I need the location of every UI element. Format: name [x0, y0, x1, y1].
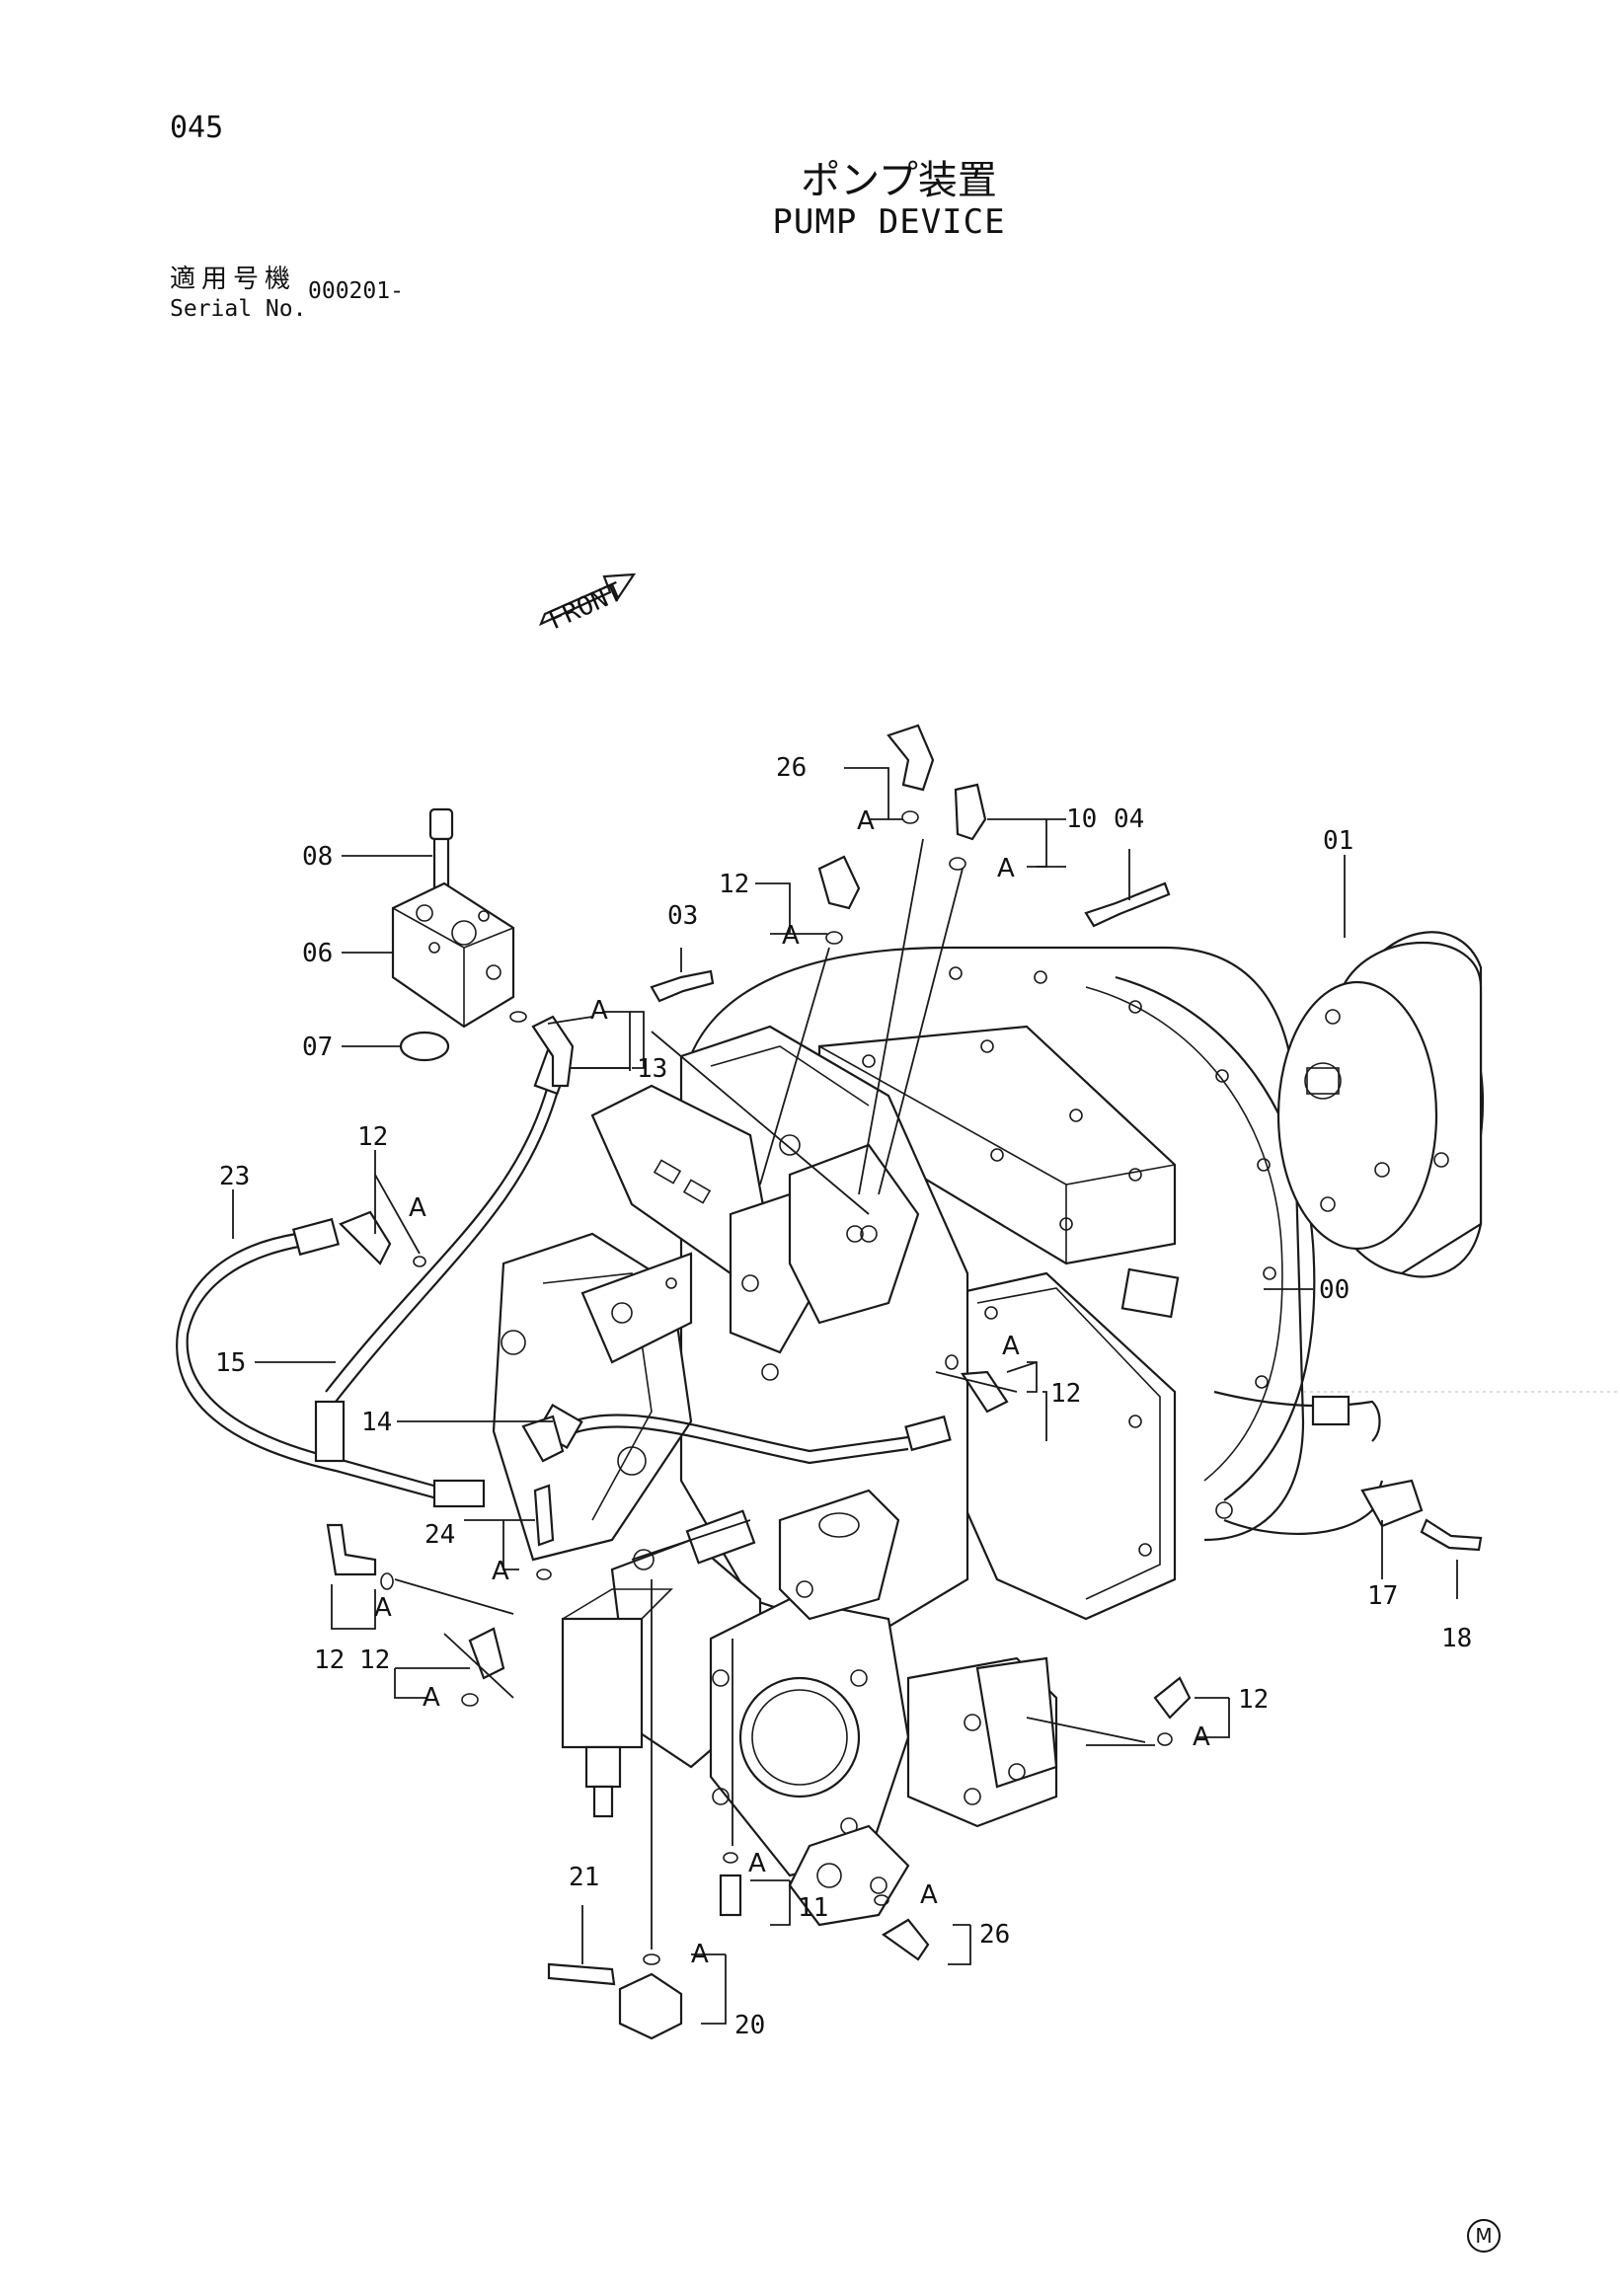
ref-letter-a-26-top: A: [857, 806, 875, 836]
part-label-14: 14: [361, 1408, 392, 1437]
ref-letter-a-11: A: [748, 1849, 766, 1878]
part-label-12-lower-b: 12: [359, 1645, 390, 1675]
part-labels: 08 06 07 A 13 12 A 23 15 14 24 A A 12 12…: [215, 753, 1472, 2040]
page-number: 045: [170, 111, 224, 145]
ref-letter-a-20: A: [691, 1940, 709, 1969]
ref-letter-a-12-lower: A: [374, 1593, 392, 1623]
part-label-06: 06: [302, 939, 333, 968]
part-label-04: 04: [1114, 804, 1144, 834]
part-label-03: 03: [667, 901, 698, 931]
part-label-26-top: 26: [776, 753, 807, 783]
part-label-20: 20: [734, 2011, 765, 2040]
ref-letter-a-12-right: A: [1002, 1332, 1020, 1361]
part-label-01: 01: [1323, 826, 1353, 856]
part-label-21: 21: [569, 1863, 599, 1892]
page-title-japanese: ポンプ装置: [801, 158, 997, 203]
serial-number-value: 000201-: [308, 278, 404, 304]
part-label-15: 15: [215, 1348, 246, 1378]
front-arrow-label: FRONT: [544, 577, 627, 636]
part-label-12-left: 12: [357, 1122, 388, 1152]
leader-lines: [232, 767, 1458, 2025]
part-label-13: 13: [637, 1054, 667, 1084]
ref-letter-a-12-far-right: A: [1193, 1722, 1210, 1752]
ref-letter-a-12-left: A: [409, 1193, 426, 1223]
pump-housing: [492, 946, 1316, 1927]
page-title-english: PUMP DEVICE: [772, 202, 1006, 242]
part-label-17: 17: [1367, 1581, 1398, 1611]
part-label-07: 07: [302, 1033, 333, 1062]
part-label-08: 08: [302, 842, 333, 872]
part-label-24: 24: [424, 1520, 455, 1550]
front-arrow-icon: FRONT: [538, 573, 637, 636]
part-label-12-far-right: 12: [1238, 1685, 1269, 1715]
part-label-23: 23: [219, 1162, 250, 1191]
ref-letter-a-26-lower: A: [920, 1880, 938, 1910]
part-label-11: 11: [798, 1893, 828, 1923]
serial-label-english: Serial No.: [170, 296, 307, 322]
serial-label-japanese: 適用号機: [170, 265, 297, 294]
ref-letter-a-10: A: [997, 854, 1015, 883]
fittings: [326, 724, 1483, 2040]
part-label-26-lower: 26: [979, 1920, 1010, 1950]
ref-letter-a-12-top: A: [782, 921, 800, 951]
ref-letter-a-13: A: [590, 996, 608, 1026]
part-label-18: 18: [1441, 1624, 1472, 1653]
part-label-12-lower-a: 12: [314, 1645, 345, 1675]
coupling-disc: [1276, 931, 1485, 1278]
manufacturer-mark: M: [1467, 2219, 1501, 2253]
part-label-10: 10: [1066, 804, 1097, 834]
part-label-12-right: 12: [1050, 1379, 1081, 1409]
part-label-12-top: 12: [719, 870, 749, 899]
ref-letter-a-24: A: [492, 1557, 509, 1586]
ref-letter-a-12-lower-b: A: [423, 1683, 440, 1713]
part-label-00: 00: [1319, 1275, 1350, 1305]
hose-assembly: [176, 1046, 952, 1508]
